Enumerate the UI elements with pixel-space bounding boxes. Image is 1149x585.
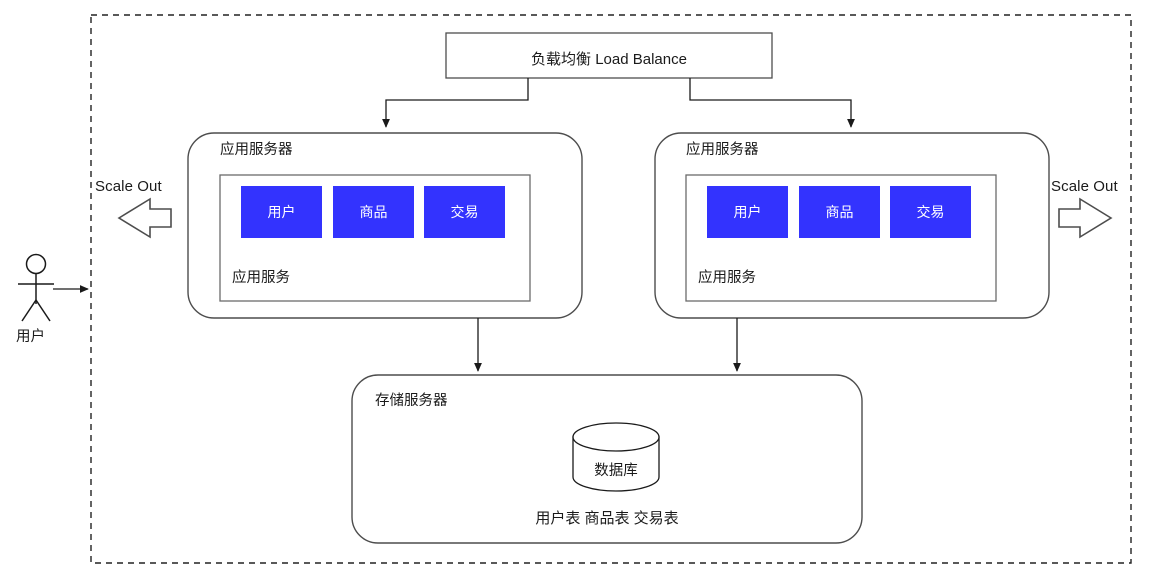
connector-lb-to-app1 [381,78,529,128]
app-server-1-title: 应用服务器 [220,142,293,158]
arrow-left-block-icon [117,197,172,239]
stick-figure-actor-icon [18,253,54,322]
connector-lb-to-app2 [689,78,856,128]
app-server-1-service-product[interactable]: 商品 [333,186,414,238]
app-server-1-service-user[interactable]: 用户 [241,186,322,238]
service-label: 交易 [916,204,945,220]
load-balancer-box [445,32,773,79]
app-server-1-service-transaction[interactable]: 交易 [424,186,505,238]
database-cylinder-icon [572,422,660,492]
service-label: 用户 [267,204,296,220]
scale-out-right-label: Scale Out [1051,178,1118,195]
actor-label: 用户 [16,329,45,345]
database-label: 数据库 [594,463,638,479]
app-server-2-service-user[interactable]: 用户 [707,186,788,238]
scale-out-left-label: Scale Out [95,178,162,195]
arrow-right-block-icon [1058,197,1113,239]
service-label: 交易 [450,204,479,220]
app-server-2-title: 应用服务器 [686,142,759,158]
app-server-2-inner-label: 应用服务 [698,270,756,286]
storage-server-title: 存储服务器 [375,393,448,409]
service-label: 商品 [359,204,388,220]
service-label: 用户 [733,204,762,220]
app-server-2-service-product[interactable]: 商品 [799,186,880,238]
load-balancer-label: 负载均衡 Load Balance [531,51,687,68]
app-server-1-inner-label: 应用服务 [232,270,290,286]
storage-tables-label: 用户表 商品表 交易表 [535,510,679,527]
app-server-2-service-transaction[interactable]: 交易 [890,186,971,238]
service-label: 商品 [825,204,854,220]
system-boundary [90,14,1132,564]
